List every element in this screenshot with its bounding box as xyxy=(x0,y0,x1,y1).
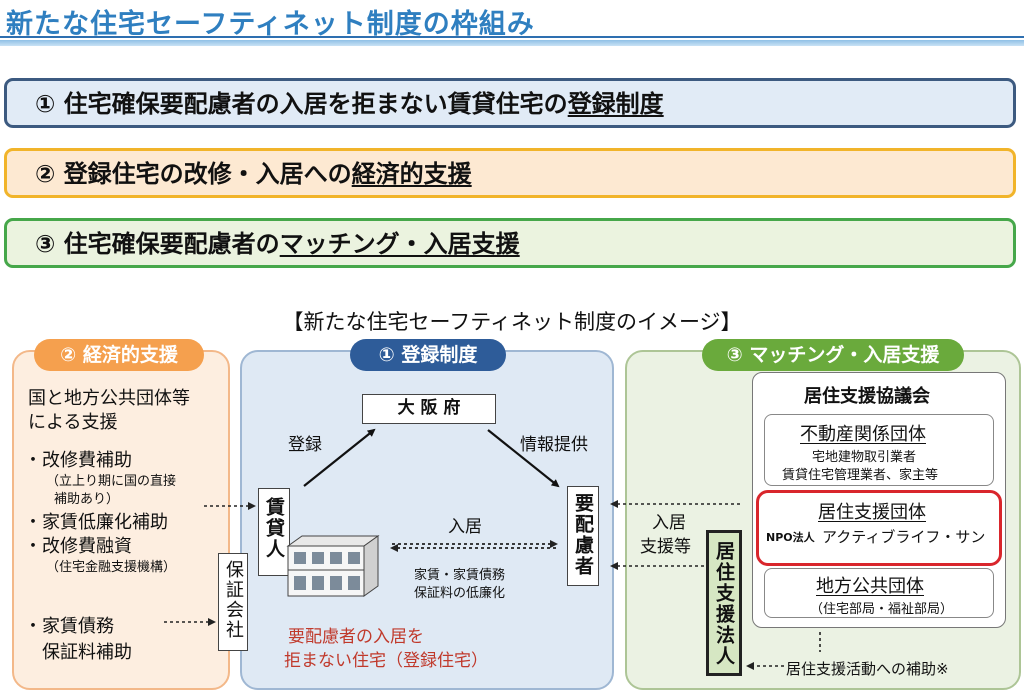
diagram-title: 【新たな住宅セーフティネット制度のイメージ】 xyxy=(282,310,742,334)
move-in-support-line2: 支援等 xyxy=(640,537,691,557)
econ-item-loan-note: （住宅金融支援機構） xyxy=(46,560,177,575)
registered-housing-note1: 要配慮者の入居を xyxy=(288,627,424,647)
information-label: 情報提供 xyxy=(520,435,588,455)
housing-support-group-box xyxy=(756,490,1002,566)
matching-badge: ③ マッチング・入居支援 xyxy=(702,339,964,371)
local-government-sub: （住宅部局・福祉部局） xyxy=(810,602,954,617)
econ-item-renovation-loan: ・改修費融資 xyxy=(24,536,132,557)
real-estate-groups-sub2: 賃貸住宅管理業者、家主等 xyxy=(782,468,939,483)
tenant-box: 要配慮者 xyxy=(567,486,599,586)
economic-support-badge: ② 経済的支援 xyxy=(34,339,204,371)
housing-support-council-title: 居住支援協議会 xyxy=(804,386,930,407)
pillar-matching: ③ 住宅確保要配慮者のマッチング・入居支援 xyxy=(4,218,1016,268)
econ-item-renovation-subsidy: ・改修費補助 xyxy=(24,450,132,471)
economic-support-panel xyxy=(12,350,230,690)
move-in-support-line1: 入居 xyxy=(652,513,686,533)
move-in-label: 入居 xyxy=(448,517,482,537)
arrow-registration xyxy=(303,428,376,487)
econ-item-renovation-note1: （立上り期に国の直接 xyxy=(46,474,177,489)
rent-reduction-line2: 保証料の低廉化 xyxy=(414,586,506,601)
title-divider xyxy=(0,36,1024,46)
econ-item-rent-reduction: ・家賃低廉化補助 xyxy=(24,512,168,533)
real-estate-groups-box xyxy=(764,414,994,486)
osaka-prefecture-box: 大 阪 府 xyxy=(362,394,496,424)
pillar-registration-text: ① 住宅確保要配慮者の入居を拒まない賃貸住宅の xyxy=(35,90,568,118)
lessor-box: 賃貸人 xyxy=(258,488,290,576)
housing-support-corporation-box: 居住支援法人 xyxy=(706,530,742,676)
econ-intro-line2: による支援 xyxy=(28,412,118,433)
registered-housing-note2: 拒まない住宅（登録住宅） xyxy=(284,651,488,671)
real-estate-groups-sub1: 宅地建物取引業者 xyxy=(812,450,917,465)
pillar-economic-keyword: 経済的支援 xyxy=(351,160,472,188)
registration-label: 登録 xyxy=(288,435,322,455)
pillar-matching-text: ③ 住宅確保要配慮者の xyxy=(35,230,280,258)
npo-name: アクティブライフ・サン xyxy=(822,528,986,546)
registration-badge: ① 登録制度 xyxy=(350,339,506,371)
econ-item-guarantee-fee-2: 保証料補助 xyxy=(42,642,132,663)
rent-reduction-line1: 家賃・家賃債務 xyxy=(414,568,506,583)
pillar-economic: ② 登録住宅の改修・入居への経済的支援 xyxy=(4,148,1016,198)
apartment-building-icon xyxy=(286,535,380,597)
pillar-economic-text: ② 登録住宅の改修・入居への xyxy=(35,160,352,188)
pillar-matching-keyword: マッチング・入居支援 xyxy=(279,230,520,258)
econ-item-guarantee-fee: ・家賃債務 xyxy=(24,616,114,637)
real-estate-groups-title: 不動産関係団体 xyxy=(800,424,926,445)
local-government-title: 地方公共団体 xyxy=(816,576,924,597)
econ-item-renovation-note2: 補助あり） xyxy=(54,492,120,507)
page-title: 新たな住宅セーフティネット制度の枠組み xyxy=(6,9,535,40)
arrow-information xyxy=(487,429,560,488)
econ-intro-line1: 国と地方公共団体等 xyxy=(28,388,190,409)
housing-support-group-title: 居住支援団体 xyxy=(818,502,926,523)
pillar-registration: ① 住宅確保要配慮者の入居を拒まない賃貸住宅の登録制度 xyxy=(4,78,1016,128)
local-government-box xyxy=(764,568,994,618)
support-activity-subsidy-label: 居住支援活動への補助※ xyxy=(786,660,949,678)
guarantor-company-box: 保証会社 xyxy=(218,553,248,651)
npo-prefix: NPO法人 xyxy=(766,531,815,544)
pillar-registration-keyword: 登録制度 xyxy=(567,90,664,118)
